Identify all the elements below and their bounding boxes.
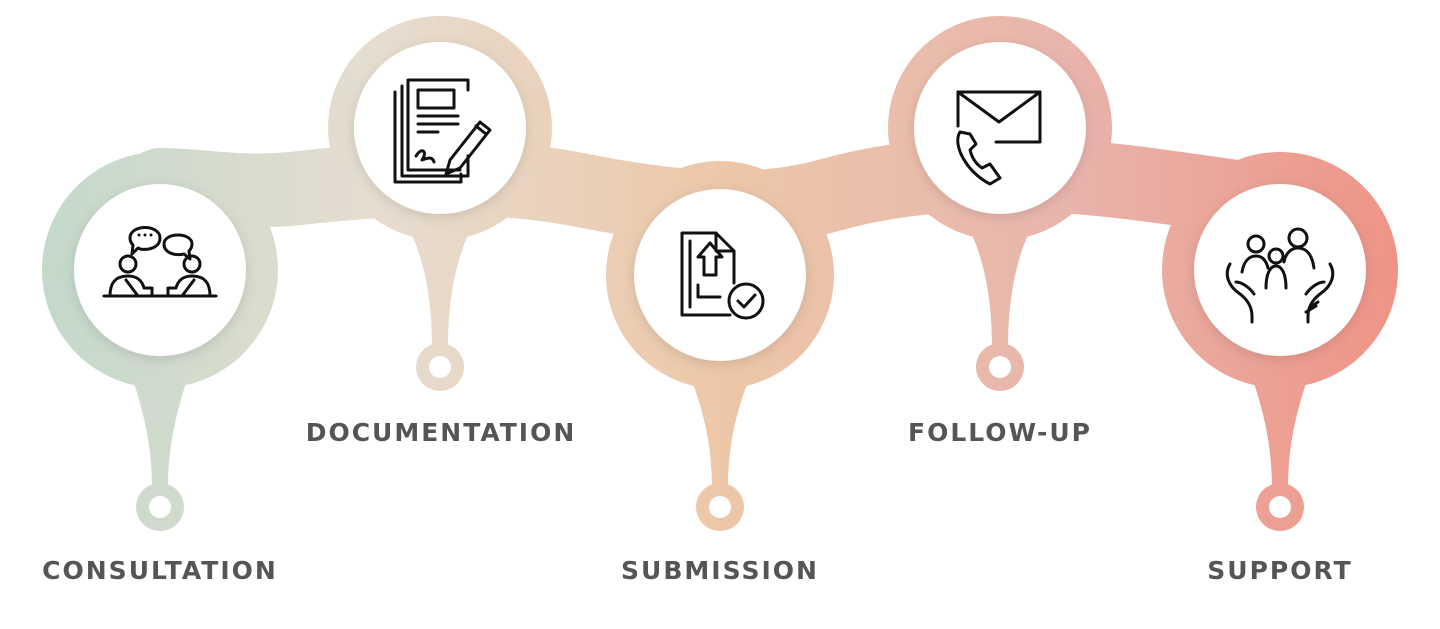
stem-consultation (133, 380, 187, 490)
consultation-icon (102, 226, 218, 298)
disc-documentation (354, 42, 526, 214)
step-label-support: SUPPORT (1207, 556, 1353, 585)
disc-follow-up (914, 42, 1086, 214)
file-upload-check-icon (680, 231, 765, 320)
disc-support (1194, 184, 1366, 356)
stem-support (1253, 380, 1307, 490)
stem-follow-up (970, 230, 1030, 350)
step-label-submission: SUBMISSION (621, 556, 819, 585)
document-sign-icon (393, 78, 492, 184)
disc-consultation (74, 184, 246, 356)
step-label-documentation: DOCUMENTATION (305, 418, 577, 447)
step-label-consultation: CONSULTATION (42, 556, 278, 585)
stem-documentation (410, 230, 470, 350)
mail-phone-icon (956, 90, 1042, 186)
disc-submission (634, 189, 806, 361)
step-label-follow-up: FOLLOW-UP (907, 418, 1093, 447)
stem-submission (693, 384, 747, 490)
family-care-hands-icon (1225, 227, 1335, 324)
